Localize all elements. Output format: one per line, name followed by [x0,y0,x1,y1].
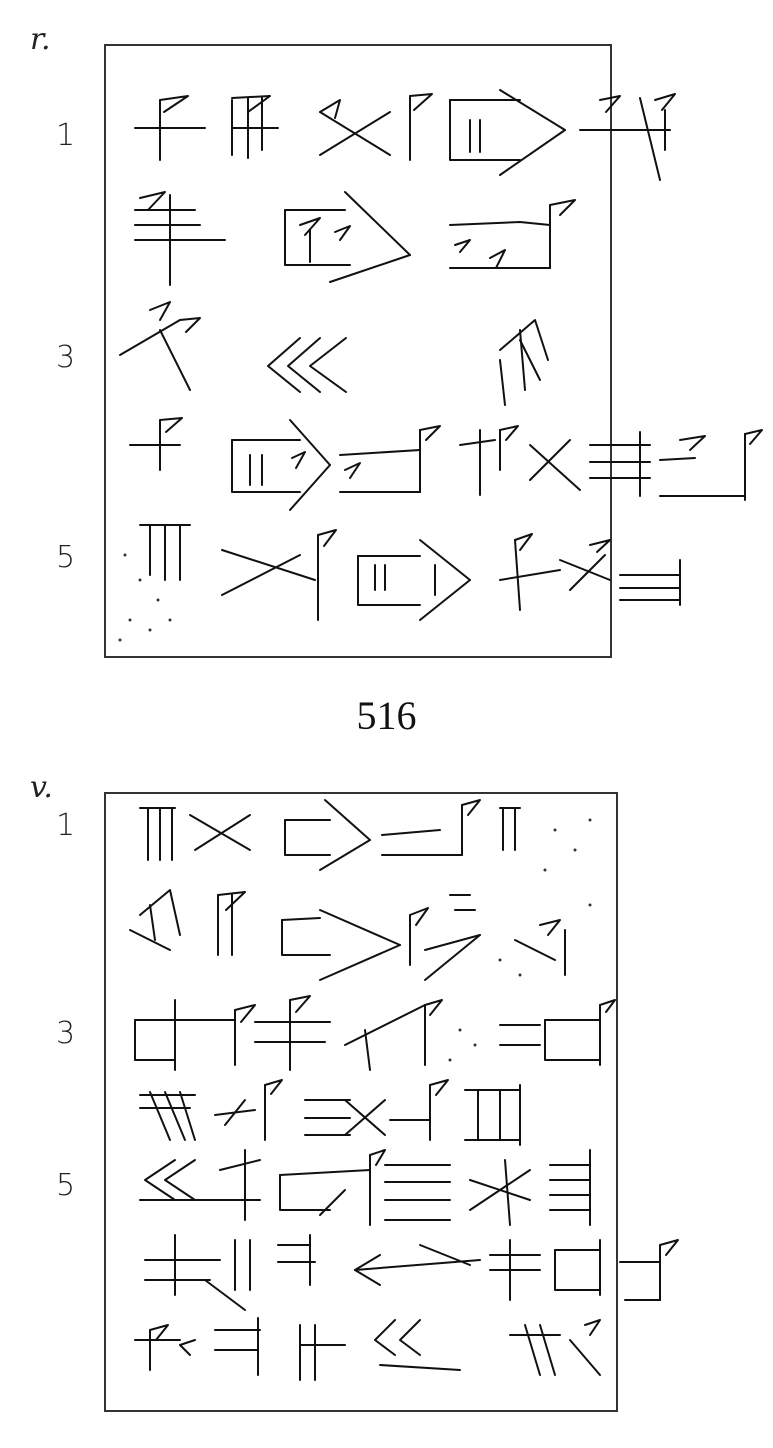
obverse-line-number-5: 5 [56,540,76,575]
obverse-line-5-signs [118,524,681,642]
text-number: 516 [356,693,417,738]
reverse-line-number-1: 1 [56,808,76,843]
obverse-side-label: r. [30,22,51,57]
obverse-line-4-signs [129,417,763,511]
reverse-line-number-3: 3 [56,1016,76,1051]
obverse-line-number-1: 1 [56,118,76,153]
reverse-line-2-signs [129,889,592,981]
reverse-tablet-outline [104,792,618,1412]
reverse-line-number-5: 5 [56,1168,76,1203]
reverse-line-4-signs [139,1079,521,1146]
reverse-side-label: v. [30,770,53,805]
obverse-line-number-3: 3 [56,340,76,375]
obverse-tablet-outline [104,44,612,658]
reverse-line-1-signs [139,799,592,872]
obverse-line-3-signs [119,301,549,406]
reverse-line-6-signs [144,1234,679,1311]
obverse-line-1-signs [134,89,676,181]
reverse-line-3-signs [134,995,616,1071]
reverse-line-7-signs [134,1317,601,1381]
reverse-line-5-signs [139,1149,591,1226]
obverse-line-2-signs [134,191,576,286]
